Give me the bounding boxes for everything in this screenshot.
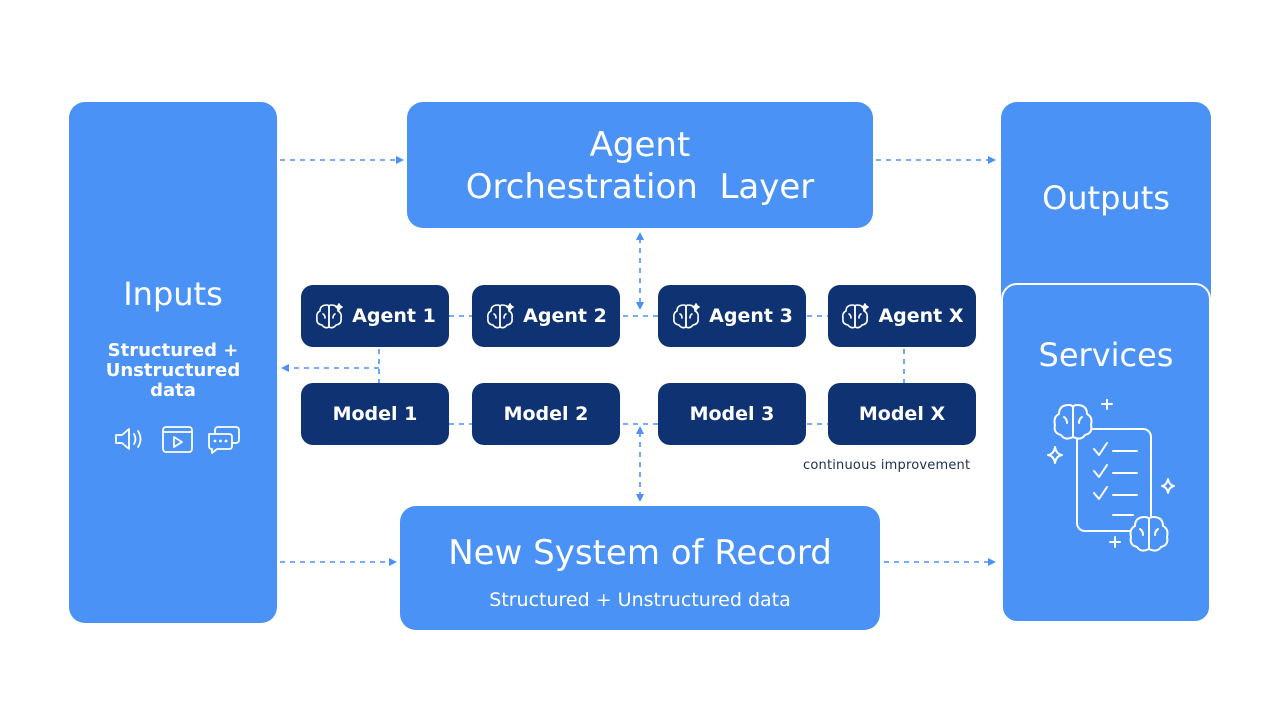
inputs-title: Inputs [123, 275, 223, 313]
services-panel: Services [1001, 283, 1211, 623]
brain-icon [1129, 516, 1169, 552]
model-x-pill: Model X [828, 383, 976, 445]
inputs-panel: Inputs Structured + Unstructured data [69, 102, 277, 623]
brain-icon [673, 303, 700, 329]
sparkle-icon [1047, 446, 1175, 494]
agent-label: Agent 3 [709, 305, 793, 327]
agent-label: Agent X [878, 305, 964, 327]
brain-icon [316, 303, 343, 329]
brain-icon [487, 303, 514, 329]
agent-3-pill: Agent 3 [658, 285, 806, 347]
continuous-improvement-caption: continuous improvement [803, 458, 971, 473]
video-player-icon [162, 426, 193, 453]
inputs-subtitle: Structured + Unstructured data [91, 341, 255, 401]
model-label: Model X [858, 403, 946, 425]
services-illustration [1047, 399, 1175, 552]
orchestration-title-line: Agent [589, 125, 691, 165]
system-of-record-box: New System of Record Structured + Unstru… [400, 506, 880, 630]
model-3-pill: Model 3 [658, 383, 806, 445]
checklist-icon [1076, 428, 1152, 532]
chat-icon [208, 426, 240, 454]
brain-icon [842, 303, 870, 329]
system-of-record-subtitle: Structured + Unstructured data [489, 589, 791, 611]
outputs-panel: Outputs [1001, 102, 1211, 302]
input-icons [113, 424, 243, 456]
orchestration-layer-title: Agent Orchestration Layer [407, 124, 873, 208]
model-label: Model 3 [689, 403, 775, 425]
inputs-subtitle-line: Structured + [107, 340, 239, 361]
agent-1-pill: Agent 1 [301, 285, 449, 347]
model-label: Model 1 [332, 403, 418, 425]
model-1-pill: Model 1 [301, 383, 449, 445]
orchestration-layer-box: Agent Orchestration Layer [407, 102, 873, 228]
outputs-title: Outputs [1042, 179, 1170, 217]
services-title: Services [1038, 336, 1174, 374]
agent-2-pill: Agent 2 [472, 285, 620, 347]
inputs-subtitle-line: data [150, 380, 196, 401]
model-2-pill: Model 2 [472, 383, 620, 445]
speaker-icon [115, 428, 142, 450]
inputs-subtitle-line: Unstructured [105, 360, 241, 381]
model-label: Model 2 [503, 403, 589, 425]
system-of-record-title: New System of Record [448, 533, 832, 573]
orchestration-title-line: Orchestration Layer [465, 167, 815, 207]
agent-label: Agent 1 [352, 305, 436, 327]
agent-x-pill: Agent X [828, 285, 976, 347]
plus-icon [1101, 399, 1121, 548]
agent-label: Agent 2 [523, 305, 607, 327]
brain-icon [1053, 404, 1093, 440]
